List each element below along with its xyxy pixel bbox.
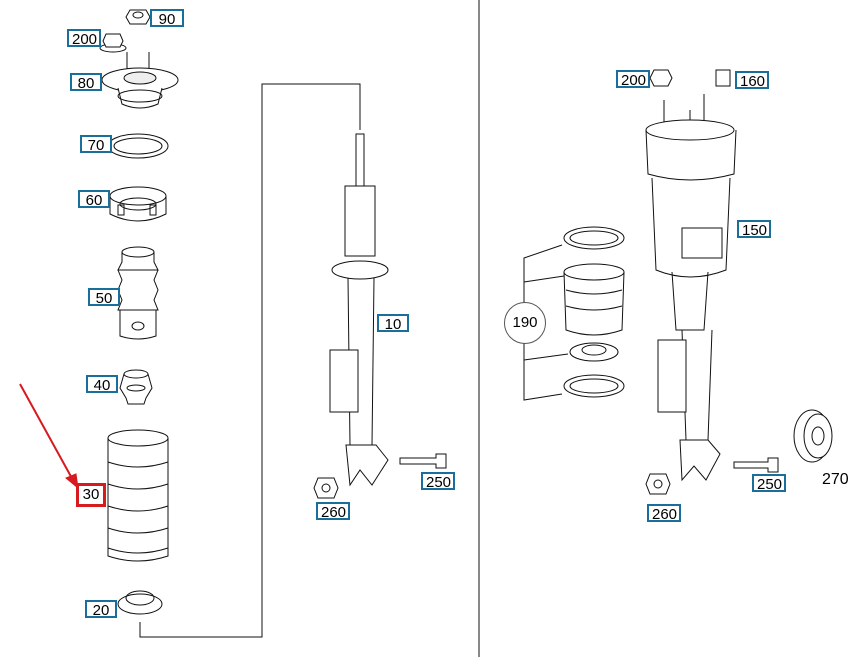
label-part-90[interactable]: 90 <box>150 9 184 28</box>
part-250-bolt-left <box>399 453 447 469</box>
label-part-50[interactable]: 50 <box>88 288 120 307</box>
label-part-190[interactable]: 190 <box>504 302 546 344</box>
label-part-80[interactable]: 80 <box>70 73 102 92</box>
label-part-200-right[interactable]: 200 <box>616 70 650 89</box>
label-part-40[interactable]: 40 <box>86 375 118 394</box>
part-150-air-strut <box>645 94 737 482</box>
part-70-ring <box>107 133 169 159</box>
part-50-boot <box>117 246 159 340</box>
assembly-bracket-line <box>139 83 361 638</box>
part-200-nut-right <box>649 69 673 87</box>
label-part-20[interactable]: 20 <box>85 600 117 619</box>
part-260-nut-left <box>313 477 339 499</box>
part-30-sleeve <box>107 429 169 562</box>
part-270-pulley <box>793 409 833 463</box>
part-250-bolt-right <box>733 457 779 473</box>
label-part-60[interactable]: 60 <box>78 190 110 209</box>
label-part-260-left[interactable]: 260 <box>316 502 350 521</box>
callout-arrow <box>19 383 75 483</box>
label-part-160[interactable]: 160 <box>735 71 769 90</box>
part-200-flange-nut <box>99 33 127 53</box>
part-20-seat <box>117 590 163 615</box>
label-part-270[interactable]: 270 <box>822 471 849 488</box>
label-part-260-right[interactable]: 260 <box>647 504 681 523</box>
part-260-nut-right <box>645 473 671 495</box>
label-part-150[interactable]: 150 <box>737 220 771 239</box>
callout-arrowhead <box>65 473 79 490</box>
part-160-nut-right <box>715 69 731 87</box>
part-190-group <box>523 226 625 401</box>
part-10-strut <box>329 133 389 487</box>
part-90-nut <box>125 9 151 25</box>
part-40-bumpstop <box>119 369 153 405</box>
label-part-200-left[interactable]: 200 <box>67 29 101 48</box>
label-part-250-right[interactable]: 250 <box>752 474 786 493</box>
label-part-70[interactable]: 70 <box>80 135 112 154</box>
part-60-bearing <box>109 186 167 222</box>
label-part-10[interactable]: 10 <box>377 314 409 333</box>
label-part-250-left[interactable]: 250 <box>421 472 455 491</box>
part-80-top-mount <box>101 52 179 109</box>
label-part-30-highlighted[interactable]: 30 <box>76 483 106 507</box>
